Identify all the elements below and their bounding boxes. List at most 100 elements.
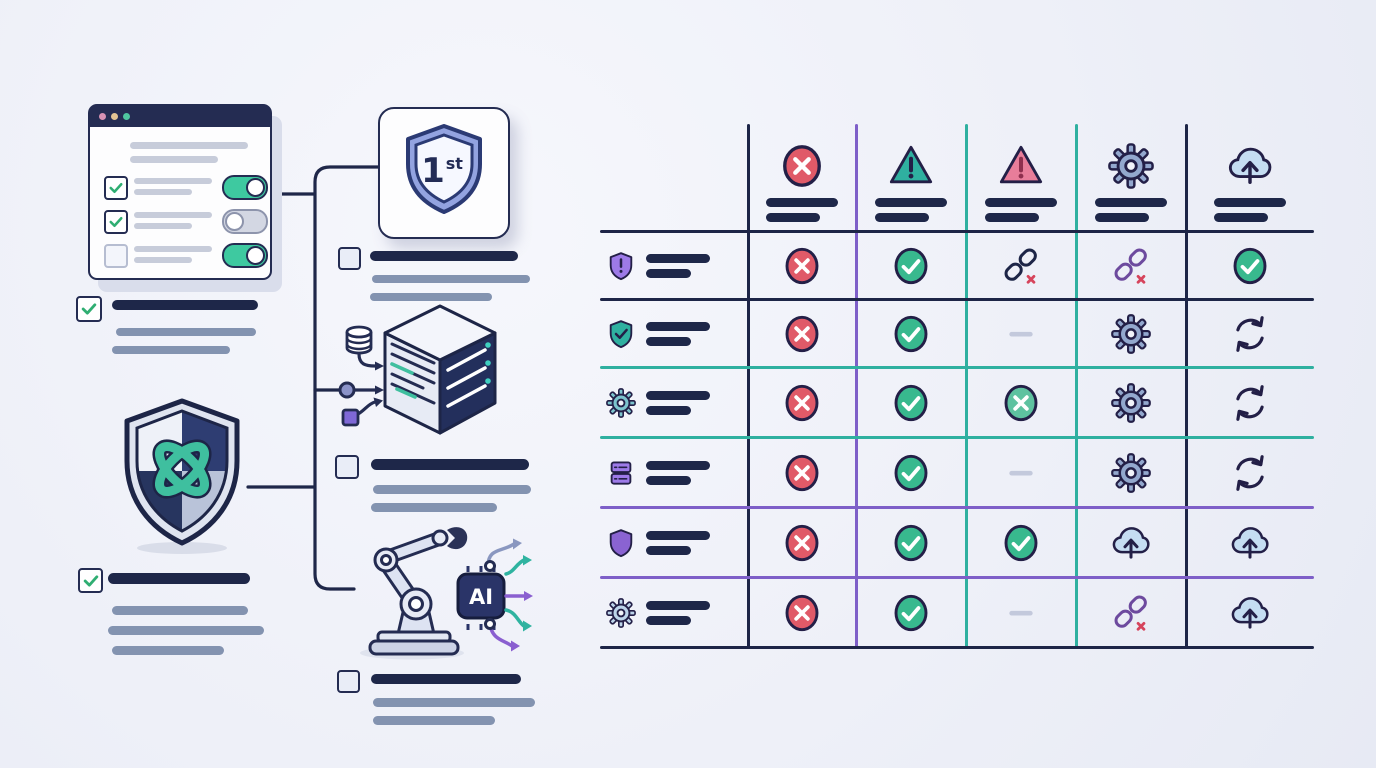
placeholder-line — [766, 198, 838, 207]
checklist-under-shield — [78, 568, 348, 658]
check-icon — [83, 574, 98, 587]
placeholder-line — [1095, 198, 1167, 207]
gear-icon — [1108, 143, 1154, 189]
cross-circle-icon — [783, 145, 821, 187]
checklist-under-robot — [337, 670, 567, 726]
table-cell — [748, 232, 856, 300]
server-illustration — [338, 304, 497, 435]
refresh-icon — [1236, 385, 1264, 421]
grid-line-vertical — [1184, 124, 1188, 648]
gear-light-icon — [606, 598, 636, 628]
checkbox-unchecked — [335, 455, 359, 479]
table-cell — [1186, 300, 1314, 368]
grid-line-horizontal — [600, 576, 1314, 579]
placeholder-line — [646, 254, 710, 263]
grid-line-horizontal — [600, 436, 1314, 439]
table-row-label — [600, 438, 748, 508]
placeholder-line — [373, 485, 531, 494]
placeholder-line — [371, 503, 497, 512]
placeholder-line — [646, 337, 691, 346]
badge-text: 1st — [421, 151, 463, 191]
placeholder-line — [134, 189, 192, 195]
cross-circle-icon — [785, 315, 819, 353]
toggle-off — [222, 209, 268, 234]
placeholder-line — [1095, 213, 1149, 222]
table-header-cell — [1076, 124, 1186, 232]
placeholder-line — [1214, 198, 1286, 207]
check-circle-icon — [894, 454, 928, 492]
check-icon — [109, 182, 123, 194]
placeholder-line — [373, 698, 535, 707]
placeholder-line — [646, 531, 710, 540]
browser-window-illustration — [88, 104, 272, 280]
gear-icon — [1111, 453, 1151, 493]
placeholder-line — [766, 213, 820, 222]
table-header-cell — [1186, 124, 1314, 232]
check-circle-icon — [894, 384, 928, 422]
node-square-icon — [341, 408, 360, 427]
toggle-on — [222, 175, 268, 200]
database-cylinder-icon — [345, 325, 373, 355]
check-circle-icon — [894, 524, 928, 562]
shield-shadow — [137, 542, 227, 554]
table-cell — [856, 438, 966, 508]
placeholder-line — [370, 293, 492, 301]
placeholder-line — [875, 198, 947, 207]
checklist-under-browser — [76, 296, 346, 360]
table-row-label — [600, 300, 748, 368]
toggle-knob — [246, 178, 265, 197]
placeholder-line — [646, 601, 710, 610]
placeholder-line — [134, 212, 212, 218]
placeholder-line — [116, 328, 256, 336]
window-dot-icon — [123, 112, 130, 120]
toggle-knob — [225, 212, 244, 231]
dash-icon — [1009, 610, 1033, 616]
table-cell — [1076, 300, 1186, 368]
placeholder-line — [134, 223, 192, 229]
grid-line-vertical — [964, 124, 968, 648]
grid-line-horizontal — [600, 366, 1314, 369]
gear-icon — [1111, 383, 1151, 423]
node-circle-icon — [338, 381, 356, 399]
refresh-icon — [1236, 455, 1264, 491]
table-cell — [966, 232, 1076, 300]
check-circle-icon — [1004, 524, 1038, 562]
check-icon — [109, 216, 123, 228]
table-cell — [748, 508, 856, 578]
placeholder-line — [108, 626, 264, 635]
checklist-under-badge — [338, 247, 558, 303]
cross-circle-icon — [785, 384, 819, 422]
toggle-knob — [246, 246, 265, 265]
checkbox-unchecked — [104, 244, 128, 268]
toggle-on — [222, 243, 268, 268]
placeholder-line — [646, 391, 710, 400]
table-cell — [1076, 578, 1186, 648]
checkbox-unchecked — [337, 670, 360, 693]
checkbox-checked — [76, 296, 102, 322]
table-cell — [748, 438, 856, 508]
placeholder-line — [1214, 213, 1268, 222]
placeholder-line — [134, 178, 212, 184]
table-cell — [748, 578, 856, 648]
ai-chip-icon: AI — [456, 566, 506, 630]
placeholder-line — [646, 461, 710, 470]
placeholder-line — [373, 716, 495, 725]
cloud-upload-icon — [1112, 527, 1150, 559]
checkbox-checked — [104, 210, 128, 234]
refresh-icon — [1236, 316, 1264, 352]
check-circle-icon — [894, 594, 928, 632]
table-cell — [1186, 232, 1314, 300]
placeholder-line — [646, 476, 691, 485]
grid-line-horizontal — [600, 230, 1314, 233]
placeholder-line — [130, 142, 248, 149]
table-header-cell — [856, 124, 966, 232]
placeholder-line — [371, 459, 529, 470]
table-cell — [856, 232, 966, 300]
shield-exclamation-icon — [609, 252, 633, 281]
placeholder-line — [134, 246, 212, 252]
table-cell — [966, 438, 1076, 508]
cross-circle-icon — [785, 247, 819, 285]
placeholder-line — [371, 674, 521, 684]
table-row-label — [600, 508, 748, 578]
